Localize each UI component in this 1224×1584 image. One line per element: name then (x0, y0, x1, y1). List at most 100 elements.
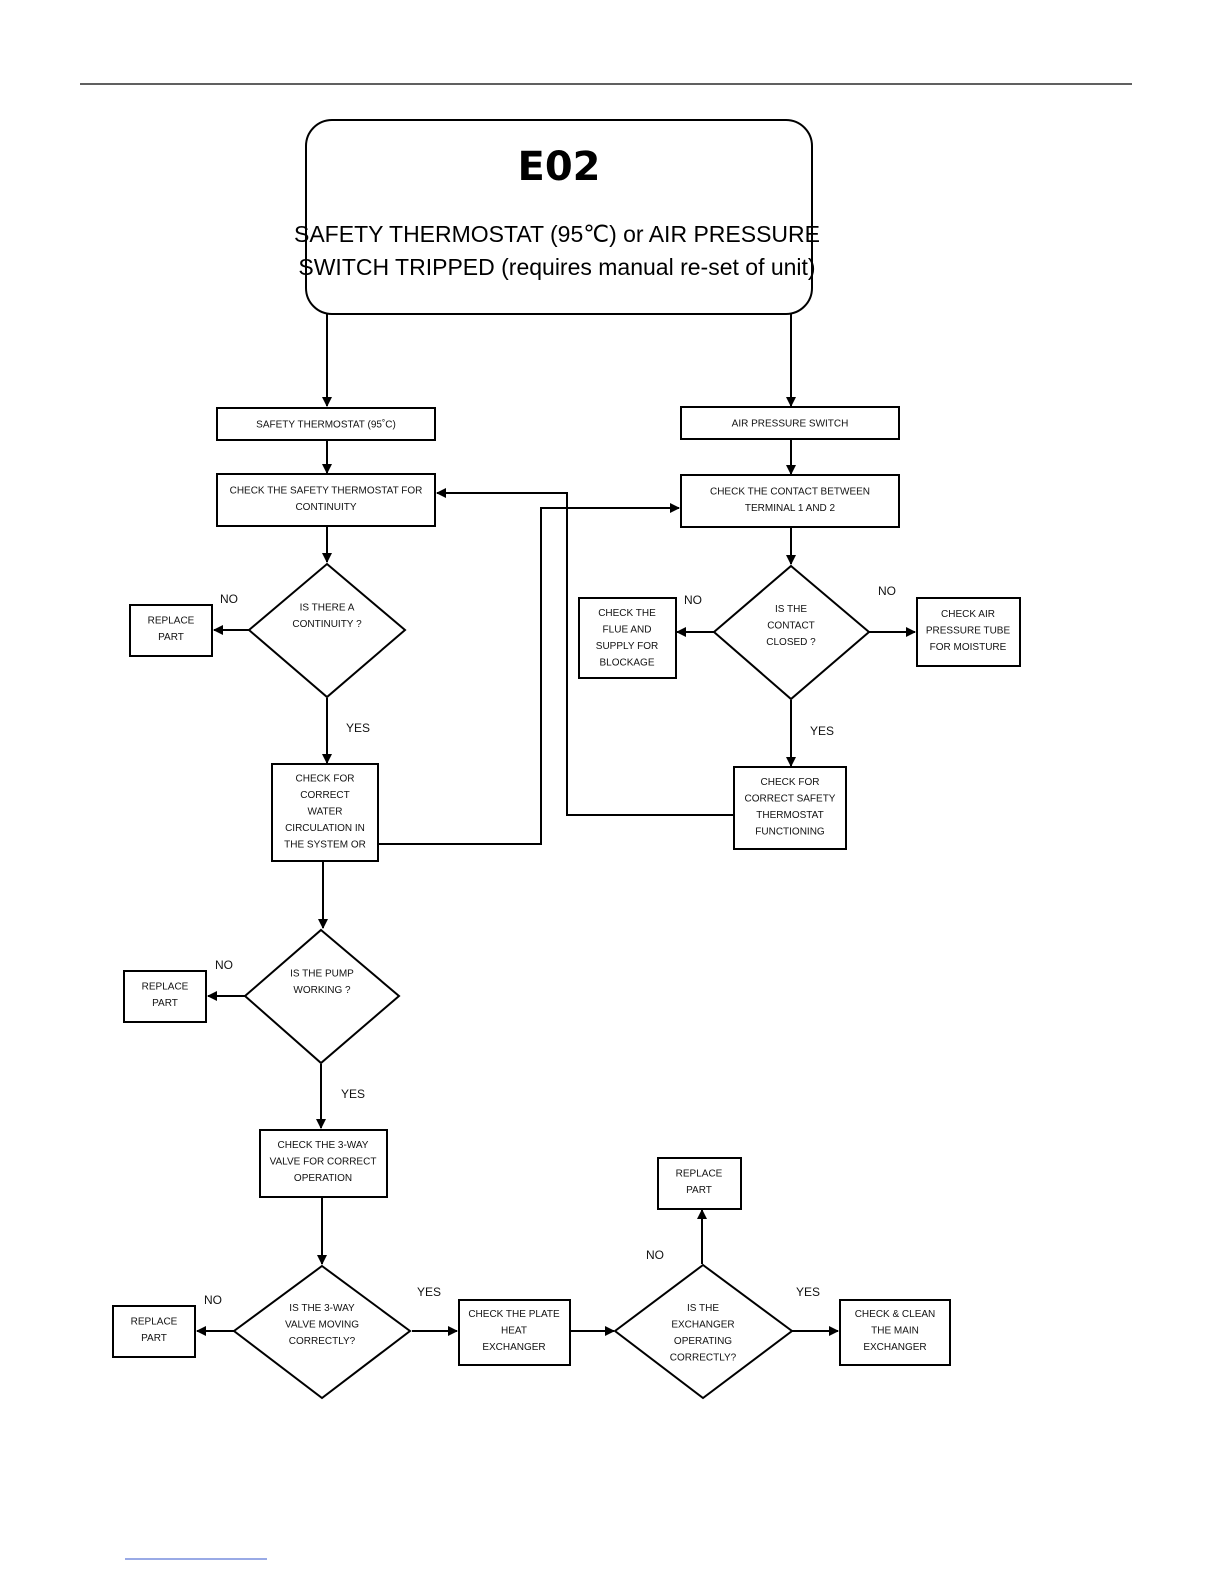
node-label-line: SAFETY THERMOSTAT (95˚C) (256, 419, 396, 431)
node-label-line: PART (686, 1185, 712, 1196)
svg-text:AIR PRESSURE SWITCH: AIR PRESSURE SWITCH (732, 419, 849, 430)
node-label-line: WORKING ? (293, 985, 351, 996)
node-label-line: REPLACE (131, 1316, 178, 1327)
label-no-exchanger: NO (646, 1248, 664, 1262)
node-label-line: OPERATION (294, 1173, 352, 1184)
node-label-line: IS THE 3-WAY (289, 1303, 355, 1314)
node-label-line: CHECK FOR (296, 774, 355, 785)
node-label-line: CHECK & CLEAN (855, 1309, 936, 1320)
label-yes-continuity: YES (346, 721, 370, 735)
node-replace-part-1: REPLACE PART (129, 604, 213, 657)
node-label-line: REPLACE (148, 615, 195, 626)
error-description-line1: SAFETY THERMOSTAT (95℃) or AIR PRESSURE (294, 221, 820, 247)
node-check-clean-main: CHECK & CLEAN THE MAIN EXCHANGER (839, 1299, 951, 1366)
svg-text:CHECK THE SAFETY THERMOSTAT FO: CHECK THE SAFETY THERMOSTAT FOR CONTINUIT… (230, 485, 423, 513)
node-check-safety-thermostat: CHECK THE SAFETY THERMOSTAT FOR CONTINUIT… (216, 473, 436, 527)
node-label-line: FOR MOISTURE (930, 642, 1007, 653)
decision-is-pump-working: IS THE PUMP WORKING ? (243, 928, 401, 1065)
node-label-line: IS THE (687, 1303, 719, 1314)
node-label-line: FLUE AND (603, 624, 652, 635)
node-replace-part-3: REPLACE PART (112, 1305, 196, 1358)
node-label-line: TERMINAL 1 AND 2 (745, 503, 836, 514)
label-no-3way: NO (204, 1293, 222, 1307)
node-label-line: OPERATING (674, 1336, 732, 1347)
decision-is-continuity: IS THERE A CONTINUITY ? (247, 562, 407, 699)
node-air-pressure-switch: AIR PRESSURE SWITCH (680, 406, 900, 440)
node-label-line: CONTINUITY (295, 502, 356, 513)
node-label-line: AIR PRESSURE SWITCH (732, 419, 849, 430)
node-label-line: CHECK THE 3-WAY (278, 1140, 369, 1151)
node-label-line: CHECK THE CONTACT BETWEEN (710, 486, 870, 497)
label-yes-exchanger: YES (796, 1285, 820, 1299)
node-label-line: PART (158, 632, 184, 643)
node-label-line: PART (141, 1333, 167, 1344)
label-yes-pump: YES (341, 1087, 365, 1101)
label-no-continuity: NO (220, 592, 238, 606)
header-box (305, 119, 813, 315)
label-yes-contact: YES (810, 724, 834, 738)
node-label-line: THE SYSTEM OR (284, 840, 366, 851)
node-label-line: CHECK THE PLATE (468, 1309, 560, 1320)
node-label-line: CORRECT SAFETY (745, 793, 836, 804)
label-no-pump: NO (215, 958, 233, 972)
node-label-line: CORRECTLY? (670, 1352, 737, 1363)
node-label-line: VALVE MOVING (285, 1320, 359, 1331)
node-safety-thermostat: SAFETY THERMOSTAT (95˚C) (216, 407, 436, 441)
node-label-line: CIRCULATION IN (285, 823, 365, 834)
node-label-line: EXCHANGER (863, 1342, 926, 1353)
node-label-line: PRESSURE TUBE (926, 626, 1011, 637)
node-label-line: REPLACE (676, 1168, 723, 1179)
node-check-water-circulation: CHECK FOR CORRECT WATER CIRCULATION IN THE S… (271, 763, 379, 862)
node-label-line: IS THERE A (300, 602, 355, 613)
node-label-line: WATER (308, 807, 343, 818)
node-check-flue: CHECK THE FLUE AND SUPPLY FOR BLOCKAGE (578, 597, 677, 679)
label-no-contact-left: NO (684, 593, 702, 607)
label-yes-3way: YES (417, 1285, 441, 1299)
node-check-contact: CHECK THE CONTACT BETWEEN TERMINAL 1 AND … (680, 474, 900, 528)
node-label-line: IS THE PUMP (290, 968, 354, 979)
node-check-air-tube: CHECK AIR PRESSURE TUBE FOR MOISTURE (916, 597, 1021, 667)
node-label-line: EXCHANGER (482, 1342, 545, 1353)
error-description-line2: SWITCH TRIPPED (requires manual re-set o… (298, 254, 815, 280)
node-label-line: HEAT (501, 1326, 527, 1337)
node-label-line: SUPPLY FOR (596, 641, 658, 652)
node-label-line: BLOCKAGE (599, 657, 654, 668)
node-label-line: IS THE (775, 604, 807, 615)
node-replace-part-4: REPLACE PART (657, 1157, 742, 1210)
node-label-line: CORRECT (300, 790, 349, 801)
node-label-line: CHECK THE (598, 608, 656, 619)
error-code-title: E02 (518, 144, 601, 190)
edges (196, 314, 916, 1336)
node-label-line: FUNCTIONING (755, 826, 825, 837)
node-label-line: CONTINUITY ? (292, 619, 362, 630)
edge-labels: NO YES NO NO YES NO YES NO YES NO YES (204, 584, 896, 1307)
node-label-line: EXCHANGER (671, 1319, 734, 1330)
node-label-line: CHECK THE SAFETY THERMOSTAT FOR (230, 485, 423, 496)
node-label-line: THERMOSTAT (756, 810, 823, 821)
node-check-plate-exchanger: CHECK THE PLATE HEAT EXCHANGER (458, 1299, 571, 1366)
node-label-line: CLOSED ? (766, 637, 816, 648)
node-label-line: THE MAIN (871, 1326, 919, 1337)
decision-is-exchanger-ok: IS THE EXCHANGER OPERATING CORRECTLY? (613, 1263, 794, 1400)
node-label-line: CHECK AIR (941, 609, 995, 620)
